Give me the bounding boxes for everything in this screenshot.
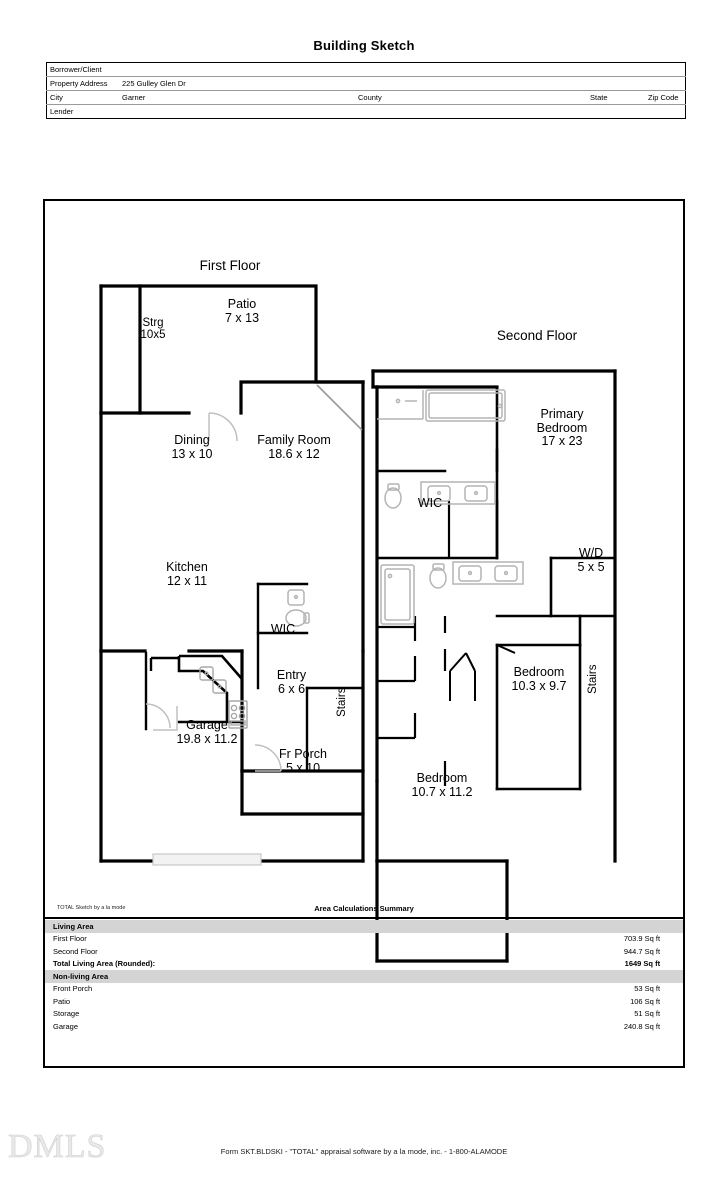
summary-divider (45, 917, 683, 919)
room-label-patio: Patio 7 x 13 (224, 297, 260, 325)
row-spacer (660, 1008, 683, 1021)
first-floor-title: First Floor (199, 258, 261, 273)
row-label: Garage (53, 1021, 79, 1031)
city-value: Garner (119, 90, 355, 105)
row-label: Non-living Area (45, 970, 361, 983)
lender-value (119, 104, 686, 119)
row-label: Total Living Area (Rounded): (53, 959, 156, 969)
state-label: State (587, 90, 645, 105)
building-sketch-panel: First Floor Strg 10x5 Patio 7 x 13 Dinin… (43, 199, 685, 1068)
row-amount: 51 Sq ft (634, 1009, 661, 1019)
row-spacer (660, 920, 683, 933)
room-label-wd: W/D 5 x 5 (577, 546, 605, 574)
row-amount: 53 Sq ft (634, 984, 661, 994)
row-amount: 1649 Sq ft (624, 959, 661, 969)
room-label-wic-first: WIC (270, 622, 296, 636)
floor-plan-drawing (99, 284, 617, 963)
row-amount (360, 920, 661, 933)
zip-label: Zip Code (645, 90, 686, 105)
table-row-lender: Lender (46, 104, 686, 119)
room-label-wic-second: WIC (417, 496, 443, 510)
row-spacer (660, 1020, 683, 1033)
row-spacer (660, 933, 683, 946)
dmls-watermark: DMLS (8, 1128, 107, 1166)
row-label: First Floor (53, 934, 87, 944)
room-label-bedroom-2: Bedroom 10.3 x 9.7 (511, 665, 567, 693)
table-row-total-living-area: Total Living Area (Rounded): 1649 Sq ft (45, 958, 683, 971)
row-label: Second Floor (53, 946, 98, 956)
table-row-second-floor: Second Floor 944.7 Sq ft (45, 945, 683, 958)
second-floor-title: Second Floor (496, 328, 578, 343)
row-amount (360, 970, 661, 983)
property-info-table: Borrower/Client Property Address 225 Gul… (46, 62, 686, 119)
row-label: Front Porch (53, 984, 93, 994)
property-address-value: 225 Gulley Glen Dr (119, 76, 686, 91)
table-row-non-living-area-header: Non-living Area (45, 970, 683, 983)
table-row-first-floor: First Floor 703.9 Sq ft (45, 933, 683, 946)
room-label-strg: Strg 10x5 (140, 317, 166, 342)
row-spacer (660, 995, 683, 1008)
county-value (441, 90, 587, 105)
property-address-label: Property Address (46, 76, 119, 91)
room-label-stairs-first: Stairs (335, 687, 348, 717)
row-spacer (660, 958, 683, 971)
table-row-patio: Patio 106 Sq ft (45, 995, 683, 1008)
row-label: Patio (53, 996, 71, 1006)
row-label: Storage (53, 1009, 80, 1019)
table-row-borrower: Borrower/Client (46, 62, 686, 77)
county-label: County (355, 90, 441, 105)
table-row-living-area-header: Living Area (45, 920, 683, 933)
room-label-kitchen: Kitchen 12 x 11 (166, 560, 208, 588)
row-amount: 703.9 Sq ft (623, 934, 661, 944)
room-label-garage: Garage 19.8 x 11.2 (176, 718, 238, 746)
page-title: Building Sketch (313, 38, 415, 53)
form-footer-text: Form SKT.BLDSKI - "TOTAL" appraisal soft… (220, 1147, 508, 1156)
city-label: City (46, 90, 119, 105)
room-label-entry: Entry 6 x 6 (276, 668, 307, 696)
table-row-garage: Garage 240.8 Sq ft (45, 1020, 683, 1033)
sketch-credit: TOTAL Sketch by a la mode (57, 905, 126, 911)
row-spacer (660, 970, 683, 983)
room-label-stairs-second: Stairs (586, 664, 599, 694)
table-row-property-address: Property Address 225 Gulley Glen Dr (46, 76, 686, 91)
row-spacer (660, 983, 683, 996)
table-row-storage: Storage 51 Sq ft (45, 1008, 683, 1021)
row-amount: 240.8 Sq ft (623, 1021, 661, 1031)
row-amount: 106 Sq ft (630, 996, 661, 1006)
garage-door (152, 853, 262, 866)
area-calculations-table: Living Area First Floor 703.9 Sq ft Seco… (45, 920, 683, 1033)
row-spacer (660, 945, 683, 958)
room-label-family-room: Family Room 18.6 x 12 (257, 433, 331, 461)
borrower-value (119, 62, 686, 77)
borrower-label: Borrower/Client (46, 62, 119, 77)
table-row-city: City Garner County State Zip Code (46, 90, 686, 105)
room-label-bedroom-3: Bedroom 10.7 x 11.2 (411, 771, 473, 799)
room-label-front-porch: Fr Porch 5 x 10 (279, 747, 327, 775)
lender-label: Lender (46, 104, 119, 119)
area-summary-title: Area Calculations Summary (314, 904, 414, 913)
row-label: Living Area (45, 920, 361, 933)
row-amount: 944.7 Sq ft (623, 946, 661, 956)
table-row-front-porch: Front Porch 53 Sq ft (45, 983, 683, 996)
room-label-dining: Dining 13 x 10 (171, 433, 213, 461)
